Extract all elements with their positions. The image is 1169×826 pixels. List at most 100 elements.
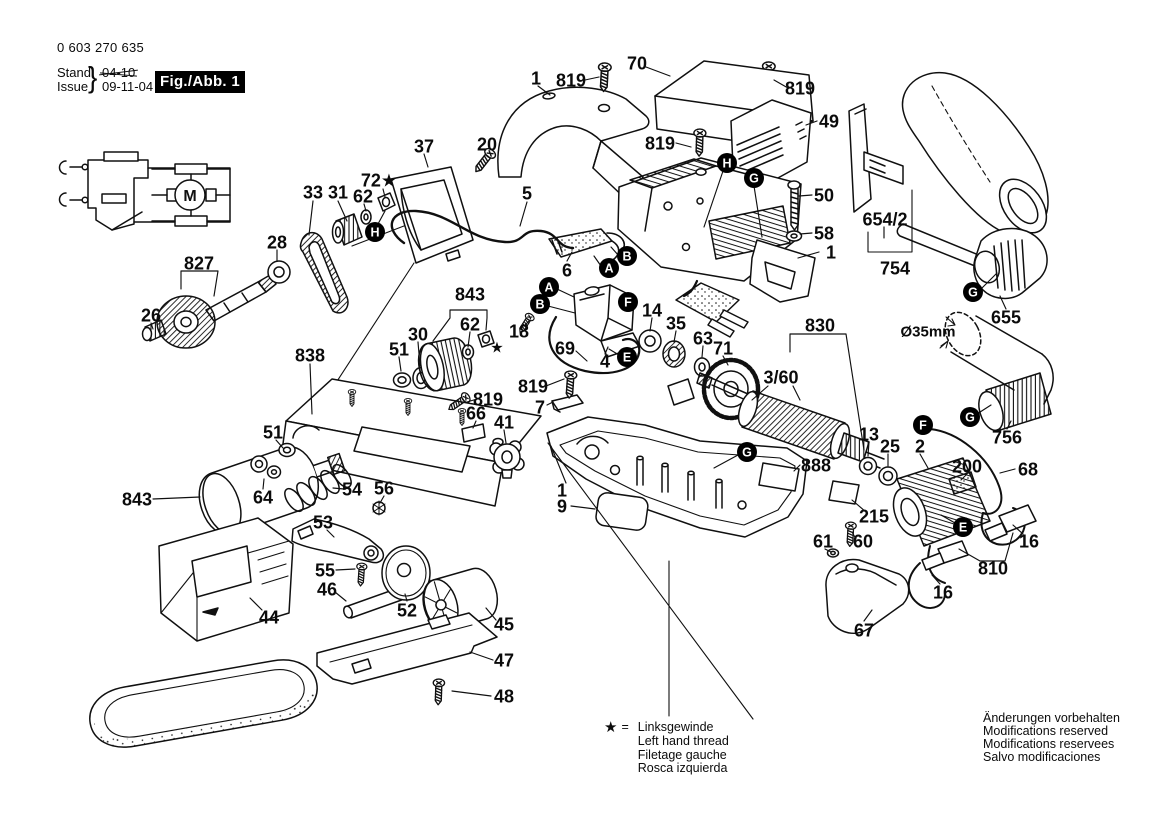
- star-icon: ★: [604, 719, 618, 736]
- screw-55-icon: [354, 562, 368, 587]
- part-label-2: 2: [915, 436, 925, 456]
- part-label-67: 67: [854, 620, 874, 640]
- base-plate-47: [316, 612, 498, 685]
- part-label-4: 4: [600, 351, 610, 371]
- marker-F: F: [913, 415, 933, 435]
- marker-A: A: [539, 277, 559, 297]
- motor-symbol-label: M: [183, 188, 196, 205]
- part-label-20: 20: [477, 134, 497, 154]
- sanding-belt: [89, 659, 318, 748]
- part-label-48: 48: [494, 686, 514, 706]
- part-label-5: 5: [522, 183, 532, 203]
- part-label-6: 6: [562, 260, 572, 280]
- part-label-37: 37: [414, 136, 434, 156]
- part-label-360: 3/60: [763, 367, 798, 387]
- left-hand-thread-legend: ★ = Linksgewinde Left hand thread Fileta…: [604, 719, 729, 776]
- part-label-46: 46: [317, 579, 337, 599]
- legend-line-fr: Filetage gauche: [637, 747, 727, 762]
- svg-text:B: B: [622, 249, 631, 263]
- part-label-843: 843: [122, 489, 152, 509]
- part-label-71: 71: [713, 338, 733, 358]
- svg-text:G: G: [742, 445, 752, 459]
- part-label-28: 28: [267, 232, 287, 252]
- part-label-50: 50: [814, 185, 834, 205]
- part-label-16: 16: [1019, 531, 1039, 551]
- part-label-53: 53: [313, 512, 333, 532]
- part-label-827: 827: [184, 253, 214, 273]
- marker-B: B: [530, 294, 550, 314]
- marker-G: G: [737, 442, 757, 462]
- vacuum-adapter-756: [939, 311, 1054, 432]
- part-label-51: 51: [389, 339, 409, 359]
- knob-41-group: [461, 394, 584, 479]
- screw-50-washer-58: [785, 180, 803, 242]
- svg-text:A: A: [604, 261, 613, 275]
- svg-text:E: E: [959, 520, 967, 534]
- part-label-66: 66: [466, 403, 486, 423]
- part-label-35: 35: [666, 313, 686, 333]
- drive-drum-group: [392, 330, 495, 392]
- part-label-44: 44: [259, 607, 279, 627]
- stand-issue-labels: Stand Issue: [57, 66, 91, 94]
- part-label-69: 69: [555, 338, 575, 358]
- marker-H: H: [717, 153, 737, 173]
- belt-frame-44: [158, 517, 294, 642]
- part-label-838: 838: [295, 345, 325, 365]
- part-label-200: 200: [952, 456, 982, 476]
- svg-text:B: B: [535, 297, 544, 311]
- svg-text:G: G: [749, 171, 759, 185]
- marker-E: E: [617, 347, 637, 367]
- footnote-line-fr: Modifications reservees: [983, 737, 1115, 751]
- part-label-819: 819: [785, 78, 815, 98]
- part-label-25: 25: [880, 436, 900, 456]
- part-label-55: 55: [315, 560, 335, 580]
- marker-E: E: [953, 517, 973, 537]
- part-label-: ★: [490, 339, 503, 356]
- part-label-819: 819: [645, 133, 675, 153]
- part-label-1: 1: [531, 68, 541, 88]
- part-label-33: 33: [303, 182, 323, 202]
- cable-5-6-group: [390, 209, 626, 262]
- svg-text:A: A: [544, 280, 553, 294]
- lower-housing-group: [546, 416, 910, 720]
- part-label-6542: 654/2: [862, 209, 907, 229]
- part-label-60: 60: [853, 531, 873, 551]
- svg-text:E: E: [623, 350, 631, 364]
- part-label-35mm: Ø35mm: [900, 323, 955, 340]
- part-label-72: 72★: [361, 170, 397, 190]
- part-label-54: 54: [342, 479, 362, 499]
- marker-G: G: [744, 168, 764, 188]
- screw-48-icon: [431, 678, 446, 706]
- dust-bag-group: [848, 72, 1049, 300]
- part-label-18: 18: [509, 321, 529, 341]
- part-label-64: 64: [253, 487, 273, 507]
- part-label-68: 68: [1018, 459, 1038, 479]
- main-housing-top: [617, 157, 816, 338]
- figure-label-box: Fig./Abb. 1: [155, 71, 245, 93]
- issue-label: Issue: [57, 79, 89, 94]
- svg-text:F: F: [919, 418, 927, 432]
- part-label-7: 7: [535, 397, 545, 417]
- screw-819-icon: [692, 128, 707, 158]
- svg-text:G: G: [965, 410, 975, 424]
- part-label-843: 843: [455, 284, 485, 304]
- footnote-line-es: Salvo modificaciones: [983, 750, 1101, 764]
- part-label-41: 41: [494, 412, 514, 432]
- part-label-51: 51: [263, 422, 283, 442]
- legend-line-de: Linksgewinde: [637, 720, 714, 734]
- legend-line-es: Rosca izquierda: [637, 761, 728, 776]
- part-label-1: 1: [557, 480, 567, 500]
- part-label-62: 62: [460, 314, 480, 334]
- part-label-754: 754: [880, 258, 910, 278]
- marker-B: B: [617, 246, 637, 266]
- marker-H: H: [365, 222, 385, 242]
- equals-sign: =: [621, 720, 629, 734]
- part-label-215: 215: [859, 506, 889, 526]
- part-label-49: 49: [819, 111, 839, 131]
- part-label-830: 830: [805, 315, 835, 335]
- part-label-61: 61: [813, 531, 833, 551]
- stand-issue-brace: }: [88, 61, 98, 94]
